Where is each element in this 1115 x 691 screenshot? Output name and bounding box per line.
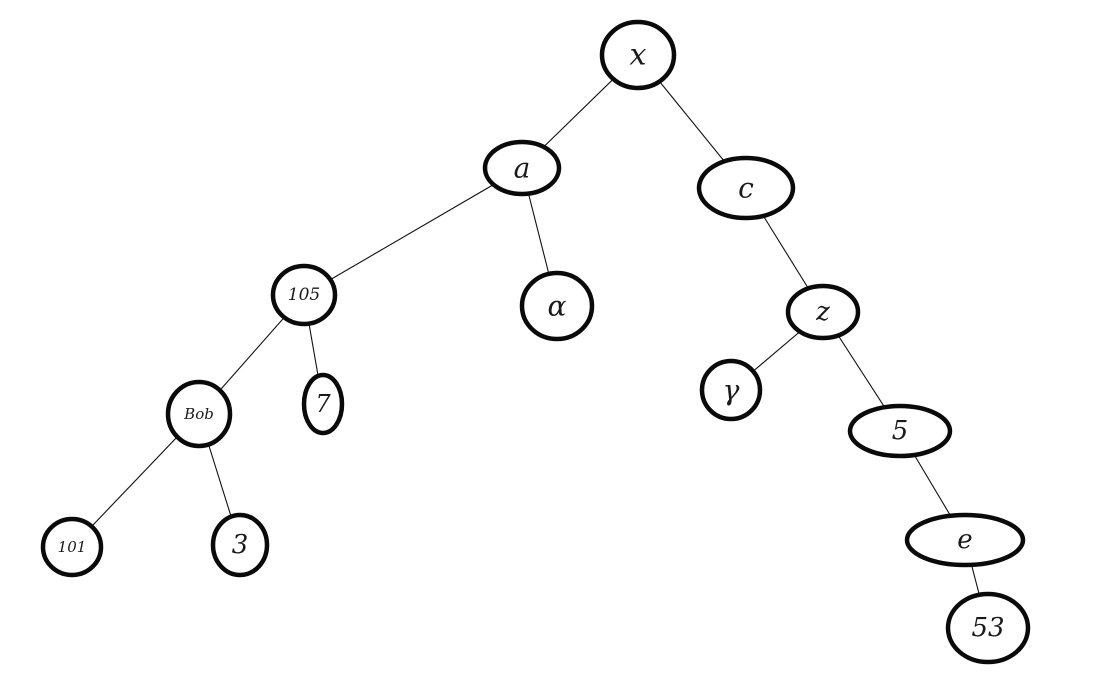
tree-node-n101: 101	[40, 516, 104, 578]
tree-edge-a-n105	[303, 167, 523, 296]
tree-node-label: 101	[58, 538, 87, 556]
tree-node-circle	[482, 139, 562, 197]
tree-node-e: e	[904, 512, 1026, 568]
tree-node-n5: 5	[847, 403, 953, 459]
tree-node-z: z	[785, 283, 861, 341]
tree-node-label: e	[957, 525, 972, 555]
tree-node-label: 3	[232, 530, 249, 560]
tree-node-circle	[519, 270, 595, 342]
tree-node-circle	[210, 512, 270, 578]
tree-node-label: γ	[723, 374, 740, 407]
tree-node-label: a	[514, 152, 531, 185]
tree-node-n105: 105	[270, 263, 338, 327]
tree-node-circle	[301, 372, 345, 436]
tree-node-alpha: α	[519, 270, 595, 342]
tree-node-label: 105	[288, 285, 320, 305]
tree-node-label: 5	[892, 416, 909, 446]
tree-node-circle	[699, 358, 763, 422]
tree-node-label: 7	[315, 390, 331, 418]
tree-node-circle	[270, 263, 338, 327]
tree-node-label: x	[630, 38, 647, 73]
tree-node-label: c	[738, 172, 754, 205]
tree-node-circle	[847, 403, 953, 459]
tree-node-circle	[165, 379, 233, 449]
tree-node-circle	[40, 516, 104, 578]
tree-node-label: α	[548, 290, 567, 323]
tree-node-a: a	[482, 139, 562, 197]
tree-node-n3: 3	[210, 512, 270, 578]
tree-node-x: x	[599, 19, 677, 91]
tree-node-bob: Bob	[165, 379, 233, 449]
tree-node-circle	[696, 155, 796, 221]
tree-node-n53: 53	[945, 591, 1031, 665]
tree-node-label: Bob	[183, 405, 214, 423]
tree-node-label: 53	[971, 613, 1004, 643]
tree-node-circle	[599, 19, 677, 91]
tree-node-circle	[945, 591, 1031, 665]
tree-node-n7: 7	[301, 372, 345, 436]
tree-node-circle	[904, 512, 1026, 568]
tree-node-circle	[785, 283, 861, 341]
tree-node-label: z	[815, 297, 830, 327]
tree-node-c: c	[696, 155, 796, 221]
tree-node-gamma: γ	[699, 358, 763, 422]
